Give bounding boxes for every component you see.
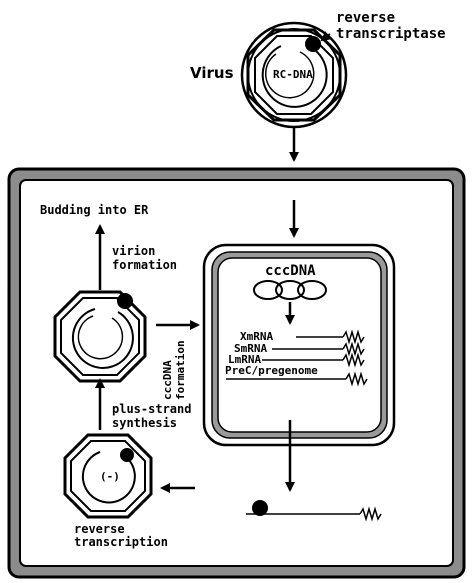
cccdna-title: cccDNA — [265, 263, 316, 279]
plus-strand-label-2: synthesis — [112, 416, 177, 430]
budding-label: Budding into ER — [40, 203, 149, 217]
reverse-transcriptase-dot — [305, 36, 321, 52]
cccdna-circles — [253, 280, 327, 300]
cccdna-formation-label-2: formation — [174, 340, 187, 400]
minus-strand-capsid — [63, 433, 153, 519]
pregenome-transcript — [226, 371, 368, 387]
smrna-label: SmRNA — [234, 342, 267, 355]
reverse-transcription-label-1: reverse — [74, 522, 125, 536]
lmrna-label: LmRNA — [228, 353, 261, 366]
virus-label: Virus — [190, 64, 234, 82]
xmrna-transcript — [296, 329, 365, 345]
reverse-transcriptase-label-1: reverse — [336, 10, 395, 26]
precore-label: PreC/pregenome — [225, 364, 318, 377]
virion-formation-label-2: formation — [112, 258, 177, 272]
reverse-transcriptase-label-2: transcriptase — [336, 26, 446, 42]
minus-strand-label: (-) — [100, 470, 120, 483]
cytoplasmic-pregenome — [246, 500, 382, 522]
cccdna-formation-label-1: cccDNA — [161, 360, 174, 400]
plus-strand-label-1: plus-strand — [112, 402, 191, 416]
smrna-transcript — [272, 341, 365, 357]
xmrna-label: XmRNA — [240, 330, 273, 343]
virus-rc-dna-strand — [261, 44, 328, 108]
lmrna-transcript — [262, 352, 365, 368]
reverse-transcription-label-2: transcription — [74, 535, 168, 549]
rc-dna-label: RC-DNA — [273, 68, 313, 81]
virion-formation-label-1: virion — [112, 244, 155, 258]
mature-nucleocapsid — [53, 290, 147, 383]
nucleus-inner — [217, 257, 382, 433]
virus-particle — [240, 21, 348, 129]
